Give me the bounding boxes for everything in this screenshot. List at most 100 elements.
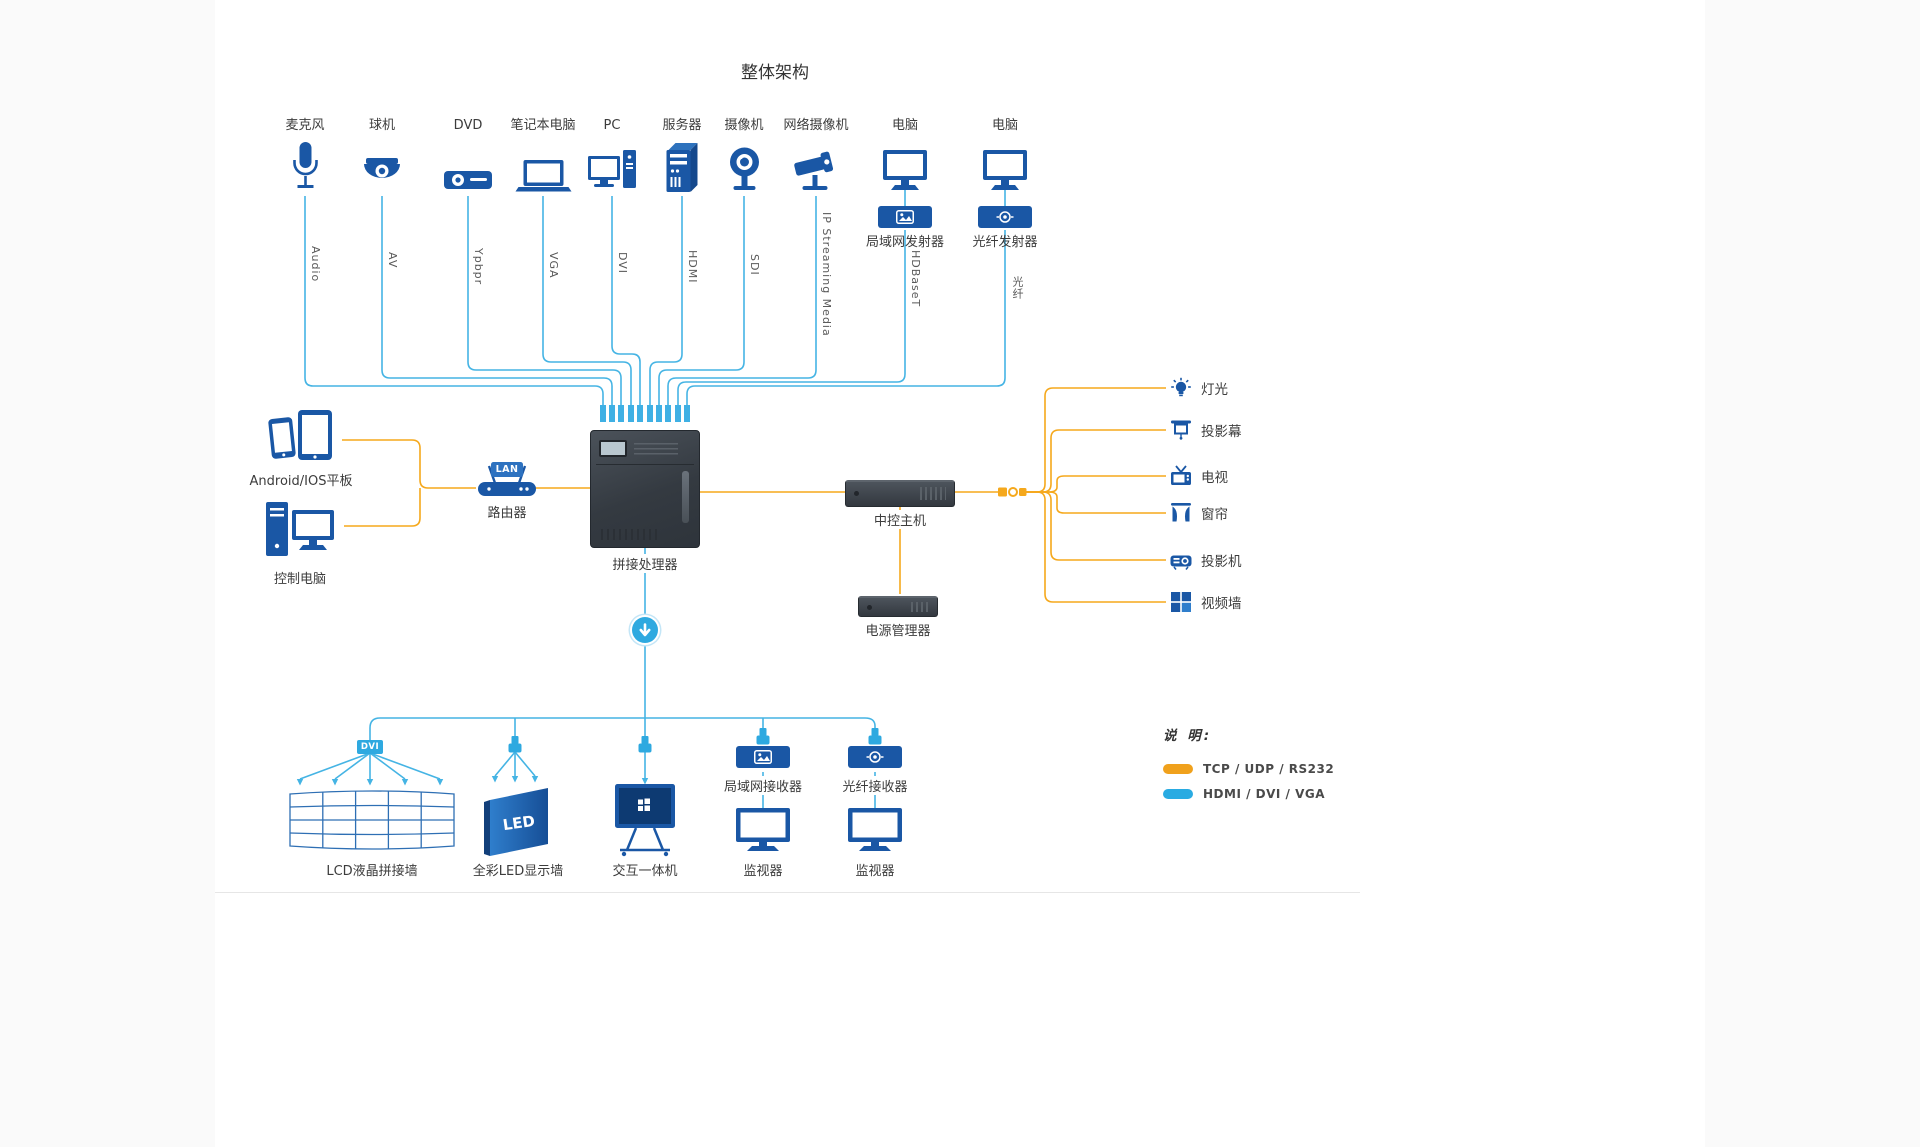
lcd-wall-label: LCD液晶拼接墙 xyxy=(326,864,418,879)
input-computer-fiber: 电脑 xyxy=(981,118,1029,194)
curtain-icon xyxy=(1171,503,1191,522)
lan-receiver-label: 局域网接收器 xyxy=(720,776,806,795)
output-projection-screen: 投影幕 xyxy=(1170,419,1242,441)
fiber-receiver-box xyxy=(848,746,902,768)
cable-label-vga: VGA xyxy=(547,252,560,279)
device-label: 笔记本电脑 xyxy=(510,118,576,133)
output-tv: 电视 xyxy=(1170,465,1228,487)
left-margin xyxy=(0,0,215,1147)
central-control-host xyxy=(845,480,955,507)
output-label: 投影幕 xyxy=(1201,424,1242,440)
picture-icon xyxy=(754,750,772,764)
page-title: 整体架构 xyxy=(741,63,809,83)
projection-screen-icon xyxy=(1171,420,1191,440)
device-label: 球机 xyxy=(368,118,395,133)
monitor-label: 监视器 xyxy=(743,864,783,879)
router: LAN xyxy=(477,456,537,498)
device-label: 网络摄像机 xyxy=(783,118,849,133)
camera-icon xyxy=(725,136,763,194)
lcd-wall-icon xyxy=(288,784,456,860)
input-pc: PC xyxy=(588,118,636,194)
device-label: 麦克风 xyxy=(285,118,325,133)
processor-input-ports xyxy=(600,405,690,422)
legend-title: 说 明: xyxy=(1163,728,1213,744)
output-label: 窗帘 xyxy=(1201,507,1228,523)
input-server: 服务器 xyxy=(662,118,702,194)
tablet-label: Android/IOS平板 xyxy=(249,474,353,489)
dvi-connector-badge: DVI xyxy=(357,740,383,754)
microphone-icon xyxy=(291,136,319,194)
led-text: LED xyxy=(502,812,536,834)
output-curtain: 窗帘 xyxy=(1170,502,1228,524)
output-label: 视频墙 xyxy=(1201,596,1242,612)
computer-icon xyxy=(981,136,1029,194)
legend-item-tcp: TCP / UDP / RS232 xyxy=(1163,762,1334,776)
projector-icon xyxy=(1170,555,1192,570)
output-label: 投影机 xyxy=(1201,554,1242,570)
server-icon xyxy=(664,136,700,194)
cable-label-dvi: DVI xyxy=(616,252,629,275)
computer-icon xyxy=(881,136,929,194)
laptop-icon xyxy=(514,136,571,194)
power-manager-label: 电源管理器 xyxy=(865,624,931,639)
device-label: 服务器 xyxy=(662,118,702,133)
desktop-pc-icon xyxy=(588,136,636,194)
control-computer-label: 控制电脑 xyxy=(273,572,327,587)
output-label: 电视 xyxy=(1201,470,1228,486)
cable-label-ypbpr: Ypbpr xyxy=(472,248,485,286)
hdmi-plug-icons xyxy=(508,728,882,753)
legend-item-hdmi: HDMI / DVI / VGA xyxy=(1163,787,1334,801)
monitor-icon xyxy=(734,806,792,858)
input-cables xyxy=(304,188,1006,406)
lan-receiver-box xyxy=(736,746,790,768)
output-video-wall: 视频墙 xyxy=(1170,591,1242,613)
cable-label-audio: Audio xyxy=(309,246,322,283)
lens-icon xyxy=(996,211,1014,223)
cable-label-hdmi: HDMI xyxy=(686,250,699,284)
fiber-transmitter-box xyxy=(978,206,1032,228)
output-label: 灯光 xyxy=(1201,382,1228,398)
cable-label-fiber: 光纤 xyxy=(1011,276,1024,300)
bottom-divider xyxy=(215,892,1360,893)
control-cables xyxy=(342,387,1166,603)
processor-label: 拼接处理器 xyxy=(609,554,681,573)
interactive-panel-label: 交互一体机 xyxy=(612,864,678,879)
right-margin xyxy=(1705,0,1920,1147)
output-light: 灯光 xyxy=(1170,377,1228,399)
output-projector: 投影机 xyxy=(1170,549,1242,571)
processor-display xyxy=(599,440,627,457)
device-label: DVD xyxy=(453,118,483,133)
down-arrow-icon xyxy=(632,617,658,643)
splicing-processor xyxy=(590,430,700,548)
interactive-panel-icon xyxy=(612,782,678,862)
lan-transmitter-box xyxy=(878,206,932,228)
lan-transmitter-label: 局域网发射器 xyxy=(865,235,945,250)
cable-label-sdi: SDI xyxy=(748,254,761,276)
input-camera: 摄像机 xyxy=(724,118,764,194)
central-control-host-label: 中控主机 xyxy=(870,510,930,529)
control-computer-icon xyxy=(264,500,336,566)
fanout-arrowheads xyxy=(296,776,649,786)
input-computer-lan: 电脑 xyxy=(881,118,929,194)
device-label: PC xyxy=(603,118,621,133)
cable-label-hdbaset: HDBaseT xyxy=(909,250,922,308)
legend: 说 明: TCP / UDP / RS232 HDMI / DVI / VGA xyxy=(1163,724,1334,812)
cable-label-ip-streaming: IP Streaming Media xyxy=(820,212,833,337)
led-wall-label: 全彩LED显示墙 xyxy=(472,864,564,879)
blue-swatch xyxy=(1163,789,1193,799)
input-dome-camera: 球机 xyxy=(359,118,405,194)
cable-label-av: AV xyxy=(386,252,399,269)
device-label: 摄像机 xyxy=(724,118,764,133)
device-label: 电脑 xyxy=(891,118,918,133)
fiber-receiver-label: 光纤接收器 xyxy=(839,776,911,795)
orange-swatch xyxy=(1163,764,1193,774)
tv-icon xyxy=(1171,465,1191,485)
light-icon xyxy=(1171,377,1191,397)
input-laptop: 笔记本电脑 xyxy=(510,118,576,194)
picture-icon xyxy=(896,210,914,224)
input-microphone: 麦克风 xyxy=(285,118,325,194)
power-manager xyxy=(858,596,938,617)
router-label: 路由器 xyxy=(487,506,527,521)
input-dvd: DVD xyxy=(443,118,493,194)
